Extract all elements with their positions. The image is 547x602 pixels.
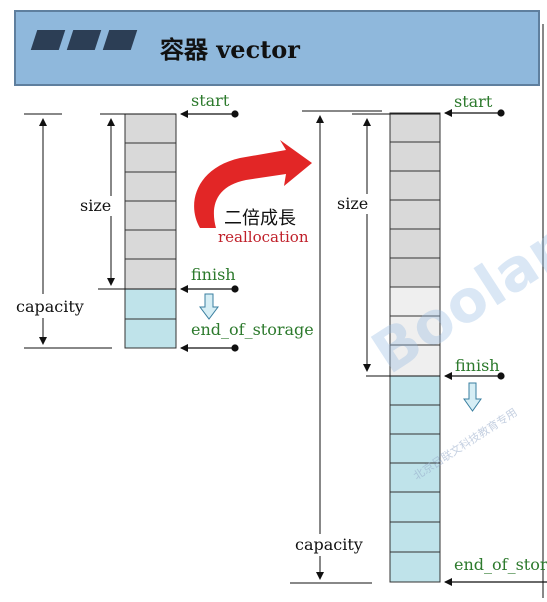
left-used-slot [124,200,177,231]
left-size-label: size [80,196,112,215]
right-spare-slot [389,375,441,406]
left-spare-slot [124,318,177,349]
left-pointers [180,110,239,352]
right-spare-slot [389,521,441,553]
right-spare-slot [389,462,441,493]
left-used-slot [124,229,177,260]
right-spare-slot [389,551,441,583]
growth-arrow [194,140,312,228]
left-finish-down-arrow [199,293,219,320]
right-spare-slot [389,433,441,464]
left-used-slot [124,113,177,144]
right-finish-label: finish [455,356,500,375]
left-end-of-storage-label: end_of_storage [191,320,314,339]
left-used-slot [124,171,177,202]
right-copied-slot [389,112,441,143]
right-copied-slot [389,170,441,201]
left-spare-slot [124,288,177,320]
right-vector [389,112,441,583]
right-spare-slot [389,491,441,523]
left-used-slot [124,142,177,173]
header-banner: 容器 vector [14,10,540,86]
right-copied-slot [389,199,441,230]
right-end-of-storage-label: end_of_stor [454,555,547,574]
left-capacity-label: capacity [16,297,84,316]
right-dimensions [290,110,440,584]
right-size-label: size [337,194,369,213]
left-vector [124,113,177,349]
right-copied-slot [389,141,441,172]
growth-label-en: reallocation [218,228,309,246]
right-new-slot [389,286,441,317]
left-finish-label: finish [191,265,236,284]
growth-label-cn: 二倍成長 [224,208,296,229]
left-dimensions [24,113,176,349]
right-finish-down-arrow [463,382,482,412]
right-capacity-label: capacity [295,535,363,554]
right-pointers [444,24,547,598]
right-new-slot [389,315,441,346]
right-start-label: start [454,92,493,111]
right-spare-slot [389,404,441,435]
page-title: 容器 vector [160,35,300,64]
right-copied-slot [389,257,441,288]
right-copied-slot [389,228,441,259]
left-start-label: start [191,91,230,110]
left-used-slot [124,258,177,290]
